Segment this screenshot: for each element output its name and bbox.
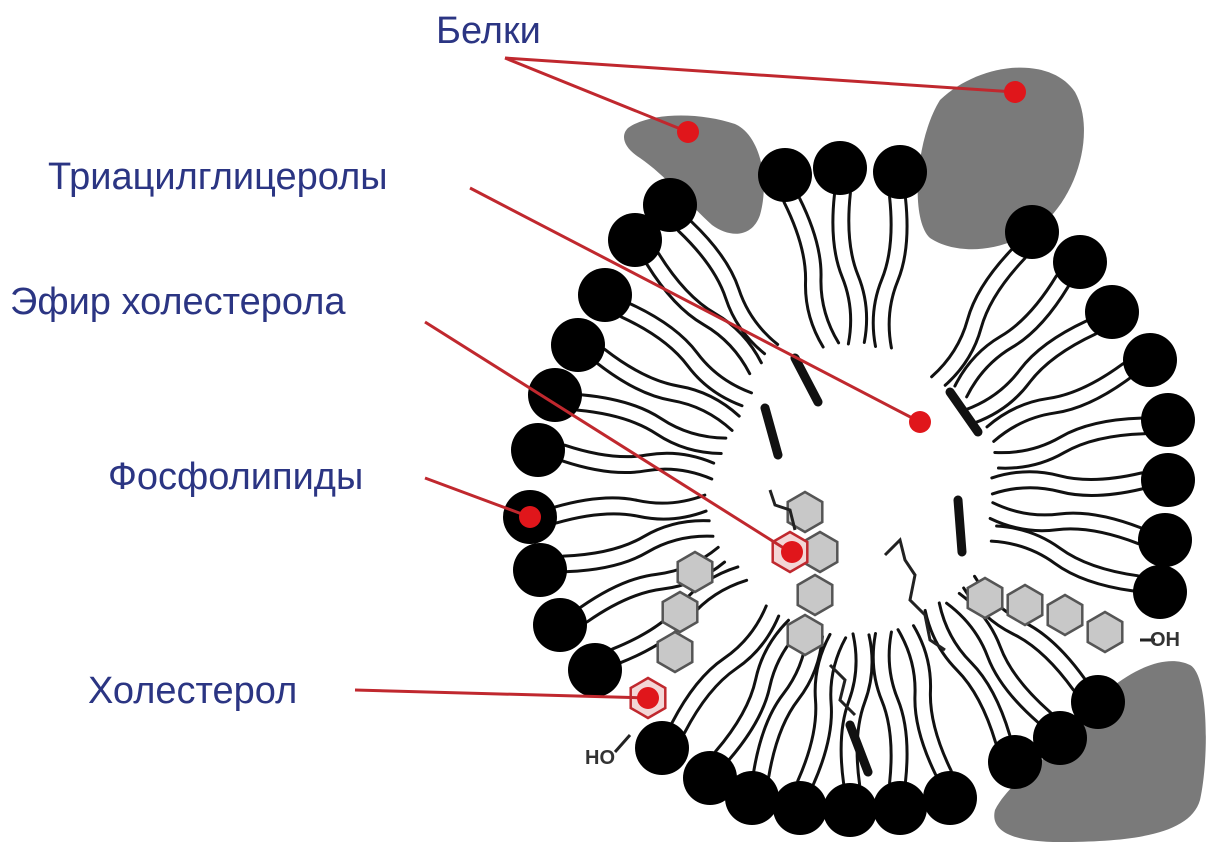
fatty-acid-tail <box>992 472 1142 480</box>
tag-bar-3 <box>950 392 978 432</box>
ho-bond <box>615 735 630 752</box>
sterol-ring <box>1048 595 1083 635</box>
marker-protein-left <box>677 121 699 143</box>
pointer-cholesterol-ester <box>425 322 790 552</box>
marker-phospholipid <box>519 506 541 528</box>
marker-triacylglycerol <box>909 411 931 433</box>
sterol-ring <box>788 615 823 655</box>
tag-bar-4 <box>958 500 962 552</box>
tag-bar-2 <box>765 408 778 455</box>
fatty-acid-tail <box>997 526 1139 576</box>
phospholipid-head <box>813 141 867 195</box>
fatty-acid-tail <box>563 461 712 479</box>
phospholipid-head <box>1005 205 1059 259</box>
protein-top-right <box>918 68 1084 250</box>
label-oh-group: OH <box>1150 630 1180 650</box>
fatty-acid-tail <box>967 287 1069 397</box>
sterol-ring <box>663 592 698 632</box>
fatty-acid-tail <box>992 488 1142 496</box>
phospholipid-head <box>923 771 977 825</box>
label-proteins: Белки <box>436 12 541 50</box>
phospholipid-head <box>758 148 812 202</box>
fatty-acid-tail <box>945 258 1025 385</box>
phospholipid-head <box>988 735 1042 789</box>
fatty-acid-tail <box>913 626 951 771</box>
fatty-acid-tail <box>925 610 996 742</box>
phospholipid-head <box>533 598 587 652</box>
marker-cholesterol-ester <box>781 541 803 563</box>
label-phospholipids: Фосфолипиды <box>108 458 363 496</box>
fatty-acid-tail <box>621 317 742 406</box>
phospholipid-head <box>511 423 565 477</box>
phospholipid-head <box>773 781 827 835</box>
sterol-ring <box>678 552 713 592</box>
phospholipid-head <box>1141 453 1195 507</box>
marker-protein-right <box>1004 81 1026 103</box>
fatty-acid-tail <box>784 202 823 347</box>
label-cholesterol-ester: Эфир холестерола <box>10 283 346 321</box>
fatty-acid-tail <box>716 620 789 751</box>
fatty-acid-tail <box>565 445 714 463</box>
phospholipid-head <box>608 213 662 267</box>
label-cholesterol: Холестерол <box>88 672 297 710</box>
phospholipid-head <box>513 543 567 597</box>
label-triacylglycerols: Триацилглицеролы <box>48 158 388 196</box>
phospholipid-head <box>1123 333 1177 387</box>
fatty-acid-tail <box>990 518 1138 543</box>
phospholipid-head <box>1085 285 1139 339</box>
fatty-acid-tail <box>993 503 1141 528</box>
fatty-acid-tail <box>975 334 1096 423</box>
fatty-acid-tail <box>965 321 1086 410</box>
sterol-ring <box>798 575 833 615</box>
phospholipid-head <box>725 771 779 825</box>
phospholipid-head <box>873 145 927 199</box>
phospholipid-head <box>568 643 622 697</box>
phospholipid-head <box>1133 565 1187 619</box>
fatty-acid-tail <box>555 495 705 507</box>
sterol-ring <box>658 632 693 672</box>
phospholipid-head <box>873 781 927 835</box>
phospholipid-head <box>635 721 689 775</box>
phospholipid-head <box>823 783 877 837</box>
phospholipid-head <box>1141 393 1195 447</box>
phospholipid-head <box>528 368 582 422</box>
label-ho-group: HO <box>585 748 615 768</box>
phospholipid-head <box>578 268 632 322</box>
pointer-proteins-right <box>505 58 1015 92</box>
marker-cholesterol <box>637 687 659 709</box>
phospholipid-head <box>1138 513 1192 567</box>
fatty-acid-tail <box>939 603 1010 735</box>
phospholipid-head <box>1053 235 1107 289</box>
sterol-ring <box>1008 585 1043 625</box>
sterol-ring <box>968 578 1003 618</box>
phospholipid-head <box>551 318 605 372</box>
side-chain-center <box>885 540 945 650</box>
fatty-acid-tail <box>685 616 779 733</box>
sterol-ring <box>1088 612 1123 652</box>
